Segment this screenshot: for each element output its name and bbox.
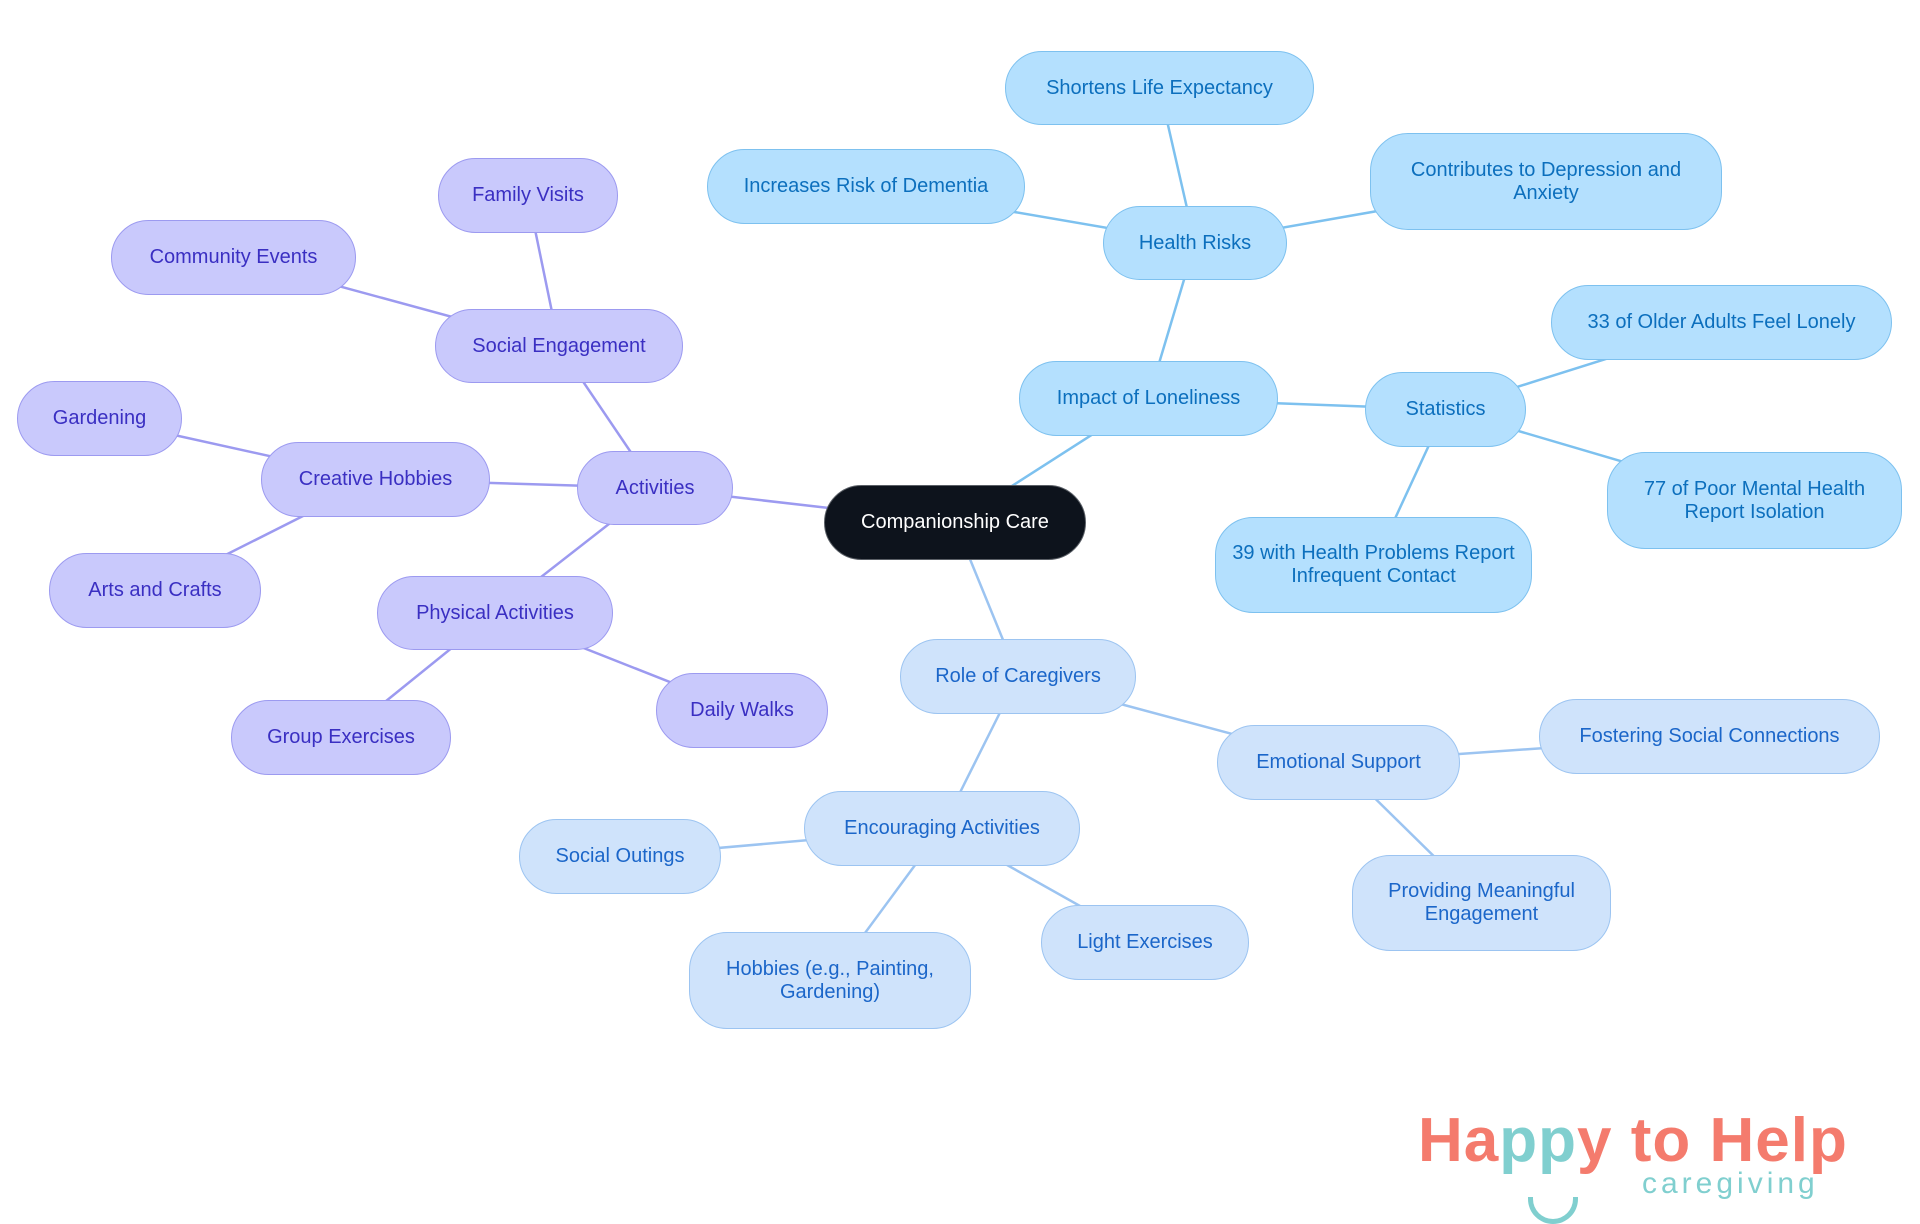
node-arts[interactable]: Arts and Crafts [49, 553, 261, 628]
node-label: Contributes to Depression and Anxiety [1410, 158, 1682, 204]
node-label: 39 with Health Problems Report Infrequen… [1232, 542, 1515, 587]
node-label: Encouraging Activities [844, 817, 1040, 839]
node-s39[interactable]: 39 with Health Problems Report Infrequen… [1215, 517, 1532, 613]
node-community[interactable]: Community Events [111, 220, 356, 295]
node-s33[interactable]: 33 of Older Adults Feel Lonely [1551, 285, 1892, 360]
node-shortens[interactable]: Shortens Life Expectancy [1005, 51, 1314, 125]
node-dementia[interactable]: Increases Risk of Dementia [707, 149, 1025, 224]
node-label: Gardening [52, 407, 147, 429]
node-label: Physical Activities [416, 601, 574, 624]
node-label: Statistics [1405, 398, 1486, 420]
node-label: Shortens Life Expectancy [1046, 76, 1273, 99]
node-label: Hobbies (e.g., Painting, Gardening) [726, 957, 934, 1003]
node-stats[interactable]: Statistics [1365, 372, 1526, 447]
node-label: 33 of Older Adults Feel Lonely [1587, 311, 1856, 333]
node-hobbies[interactable]: Hobbies (e.g., Painting, Gardening) [689, 932, 971, 1029]
node-walks[interactable]: Daily Walks [656, 673, 828, 748]
node-group[interactable]: Group Exercises [231, 700, 451, 775]
node-label: Light Exercises [1077, 931, 1213, 953]
node-encouraging[interactable]: Encouraging Activities [804, 791, 1080, 866]
node-label: Social Engagement [472, 334, 646, 357]
happy-to-help-logo: Happy to Help caregiving [1418, 1105, 1878, 1224]
logo-wordmark: Happy to Help [1418, 1106, 1848, 1175]
node-label: 77 of Poor Mental Health Report Isolatio… [1643, 477, 1866, 523]
node-light[interactable]: Light Exercises [1041, 905, 1249, 980]
node-label: Impact of Loneliness [1056, 387, 1241, 409]
node-label: Health Risks [1138, 231, 1252, 254]
node-depression[interactable]: Contributes to Depression and Anxiety [1370, 133, 1722, 230]
node-social[interactable]: Social Engagement [435, 309, 683, 383]
node-label: Activities [615, 476, 695, 499]
node-label: Social Outings [555, 845, 685, 867]
node-s77[interactable]: 77 of Poor Mental Health Report Isolatio… [1607, 452, 1902, 549]
node-label: Creative Hobbies [298, 468, 453, 490]
node-providing[interactable]: Providing Meaningful Engagement [1352, 855, 1611, 951]
node-label: Providing Meaningful Engagement [1388, 880, 1575, 925]
node-label: Role of Caregivers [935, 665, 1101, 687]
node-health[interactable]: Health Risks [1103, 206, 1287, 280]
node-label: Arts and Crafts [88, 579, 222, 601]
node-root[interactable]: Companionship Care [824, 485, 1086, 560]
node-label: Increases Risk of Dementia [743, 175, 989, 197]
node-activities[interactable]: Activities [577, 451, 733, 525]
node-label: Emotional Support [1256, 751, 1421, 773]
node-impact[interactable]: Impact of Loneliness [1019, 361, 1278, 436]
node-label: Community Events [149, 246, 318, 268]
node-emotional[interactable]: Emotional Support [1217, 725, 1460, 800]
logo-subtitle: caregiving [1642, 1167, 1819, 1200]
node-label: Family Visits [472, 184, 584, 206]
node-fostering[interactable]: Fostering Social Connections [1539, 699, 1880, 774]
node-label: Group Exercises [267, 726, 415, 748]
node-label: Daily Walks [690, 699, 794, 721]
node-creative[interactable]: Creative Hobbies [261, 442, 490, 517]
node-family[interactable]: Family Visits [438, 158, 618, 233]
node-outings[interactable]: Social Outings [519, 819, 721, 894]
node-gardening[interactable]: Gardening [17, 381, 182, 456]
smile-icon [1528, 1197, 1578, 1224]
node-label: Companionship Care [861, 511, 1049, 533]
node-physical[interactable]: Physical Activities [377, 576, 613, 650]
node-role[interactable]: Role of Caregivers [900, 639, 1136, 714]
node-label: Fostering Social Connections [1579, 725, 1840, 747]
